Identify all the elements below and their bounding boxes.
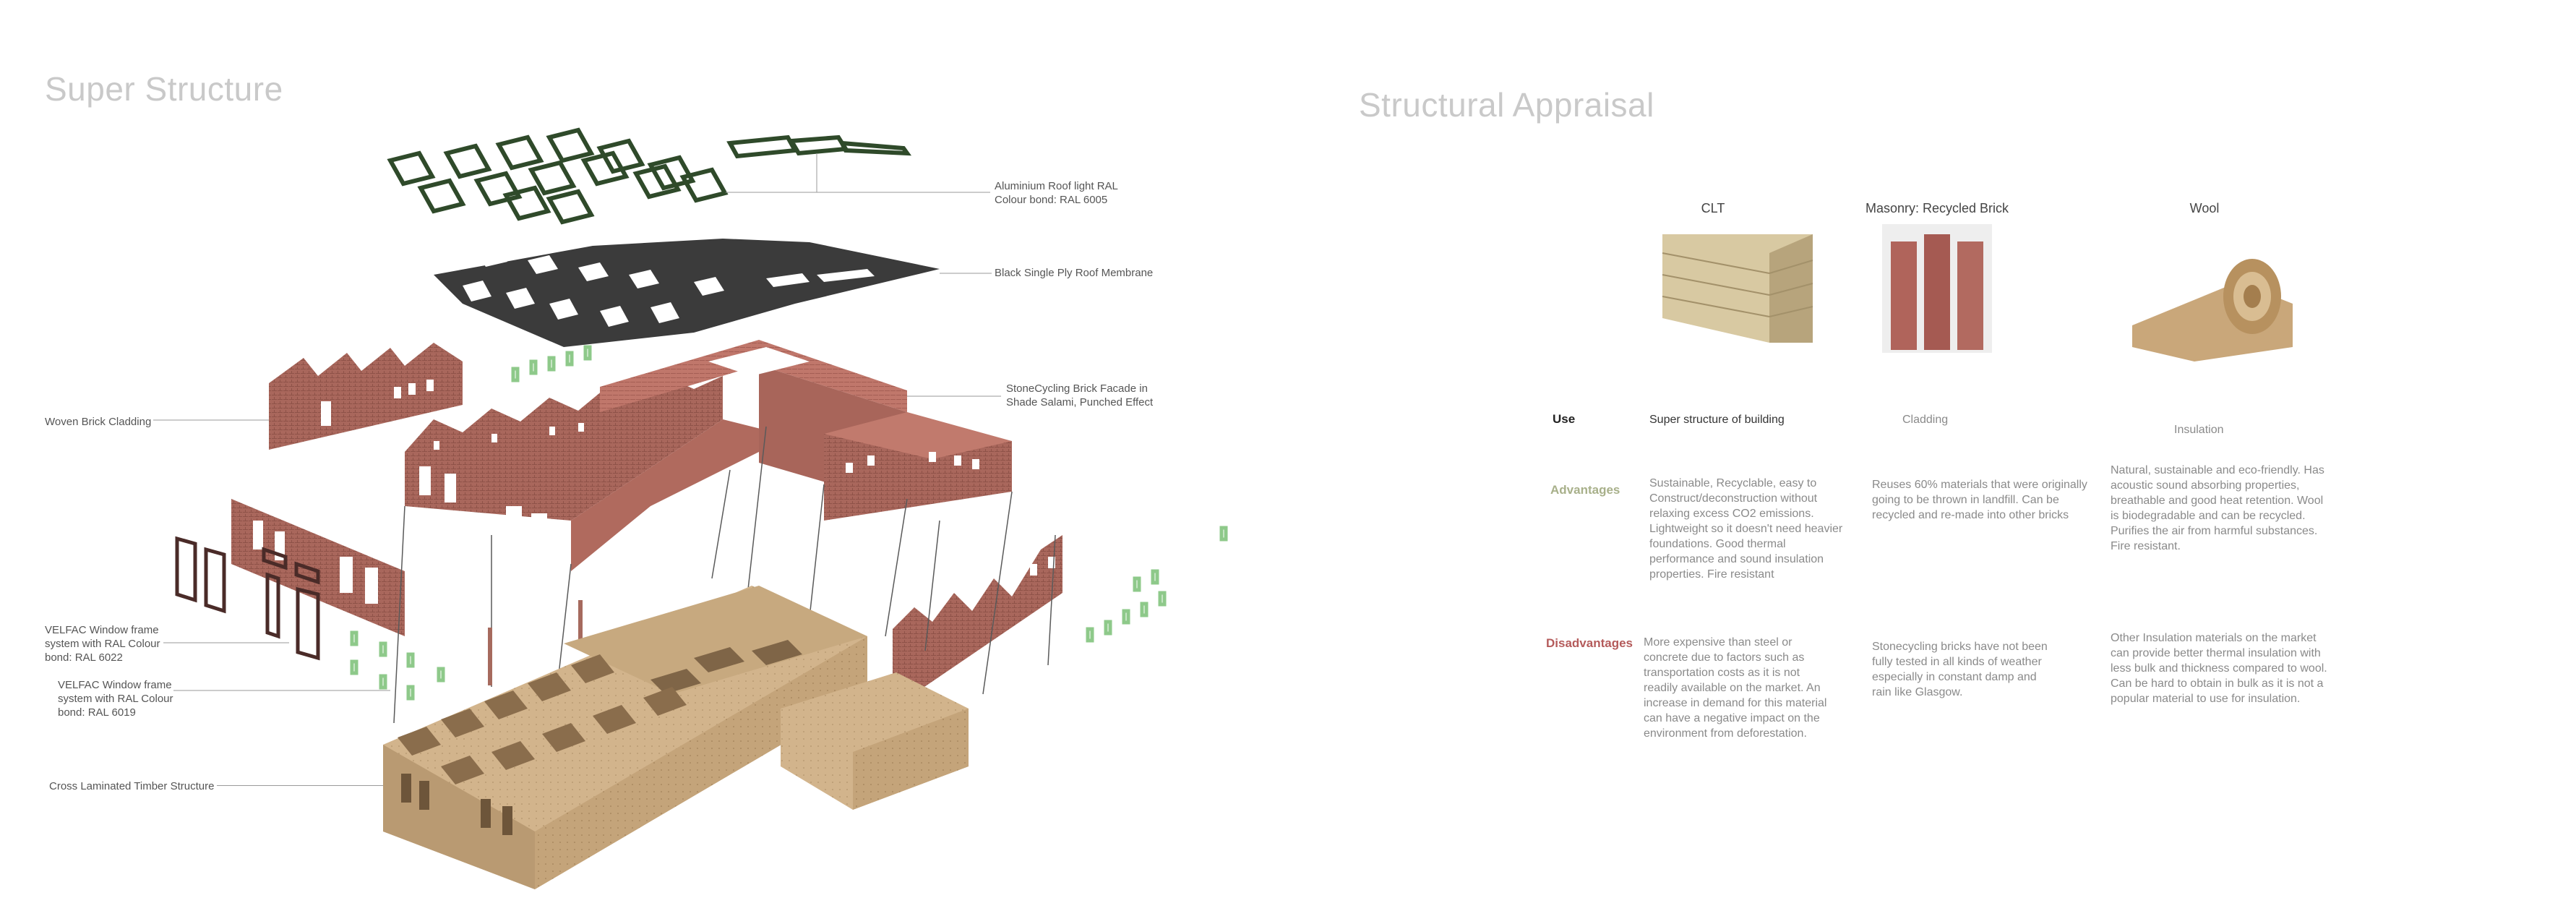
row-label-advantages: Advantages bbox=[1550, 483, 1620, 497]
label-velfac-6022-line1: VELFAC Window frame bbox=[45, 624, 159, 636]
label-brick-facade-line1: StoneCycling Brick Facade in bbox=[1006, 382, 1148, 395]
structural-appraisal-title: Structural Appraisal bbox=[1359, 86, 1654, 124]
use-clt: Super structure of building bbox=[1649, 414, 1785, 426]
velfac-window-frames bbox=[175, 536, 320, 661]
right-facade-panel bbox=[893, 535, 1062, 709]
column-header-clt: CLT bbox=[1701, 201, 1725, 215]
row-label-use: Use bbox=[1553, 412, 1576, 426]
label-roof-light-line2: Colour bond: RAL 6005 bbox=[995, 194, 1108, 206]
label-roof-light: Aluminium Roof light RAL Colour bond: RA… bbox=[995, 179, 1118, 207]
left-facade-panel bbox=[231, 499, 405, 636]
label-velfac-6022-line3: bond: RAL 6022 bbox=[45, 651, 123, 664]
label-velfac-6019-line3: bond: RAL 6019 bbox=[58, 706, 136, 719]
recycled-brick-image bbox=[1882, 224, 1992, 353]
super-structure-title: Super Structure bbox=[45, 70, 283, 108]
label-clt-structure: Cross Laminated Timber Structure bbox=[49, 780, 215, 792]
disadvantages-brick: Stonecycling bricks have not been fully … bbox=[1872, 641, 2048, 698]
row-label-disadvantages: Disadvantages bbox=[1546, 636, 1633, 650]
label-velfac-6019: VELFAC Window frame system with RAL Colo… bbox=[58, 678, 173, 719]
brick-facade-shell bbox=[405, 340, 1012, 571]
woven-brick-cladding-panel bbox=[269, 343, 463, 450]
label-velfac-6022-line2: system with RAL Colour bbox=[45, 638, 160, 650]
label-velfac-6022: VELFAC Window frame system with RAL Colo… bbox=[45, 623, 160, 664]
advantages-wool: Natural, sustainable and eco-friendly. H… bbox=[2111, 464, 2324, 552]
clt-timber-structure bbox=[383, 586, 969, 889]
velfac-6019-small-frames bbox=[350, 345, 1228, 701]
roof-light-frames bbox=[387, 127, 912, 225]
wool-image bbox=[2132, 259, 2293, 362]
column-header-brick: Masonry: Recycled Brick bbox=[1865, 201, 2009, 215]
label-velfac-6019-line2: system with RAL Colour bbox=[58, 693, 173, 705]
roof-membrane bbox=[434, 239, 940, 347]
advantages-clt: Sustainable, Recyclable, easy to Constru… bbox=[1649, 477, 1843, 581]
label-roof-membrane: Black Single Ply Roof Membrane bbox=[995, 267, 1154, 279]
label-velfac-6019-line1: VELFAC Window frame bbox=[58, 679, 172, 691]
label-brick-facade-line2: Shade Salami, Punched Effect bbox=[1006, 396, 1154, 409]
use-wool: Insulation bbox=[2174, 424, 2224, 436]
advantages-brick: Reuses 60% materials that were originall… bbox=[1872, 479, 2087, 521]
label-clt-leader bbox=[217, 785, 383, 786]
disadvantages-clt: More expensive than steel or concrete du… bbox=[1644, 636, 1827, 740]
disadvantages-wool: Other Insulation materials on the market… bbox=[2111, 632, 2327, 705]
label-roof-light-line1: Aluminium Roof light RAL bbox=[995, 180, 1118, 192]
use-brick: Cladding bbox=[1902, 414, 1949, 426]
label-woven-brick: Woven Brick Cladding bbox=[45, 416, 152, 428]
column-header-wool: Wool bbox=[2189, 201, 2220, 215]
label-brick-facade: StoneCycling Brick Facade in Shade Salam… bbox=[1006, 382, 1153, 409]
clt-image bbox=[1662, 234, 1813, 343]
